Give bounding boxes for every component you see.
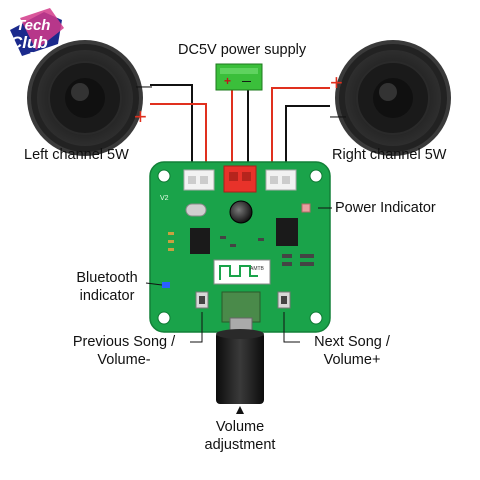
right-speaker-icon [335,40,451,156]
left-speaker-wires [150,84,207,172]
volume-label-line2: adjustment [204,437,276,453]
bluetooth-label-line1: Bluetooth [76,270,138,286]
polarity-marks: — + + — [134,70,346,129]
bluetooth-indicator-label: Bluetooth indicator [68,269,146,305]
previous-song-label: Previous Song / Volume- [62,333,186,369]
supply-wires [231,90,249,168]
right-plus-mark: + [330,70,343,95]
left-speaker-icon [27,40,143,156]
logo-line2: Club [10,33,48,52]
board-version: V2 [160,195,169,202]
previous-label-line2: Volume- [97,352,151,368]
tech-club-logo: Tech Club TECH CLUB [10,8,64,58]
logo-line1: Tech [16,17,50,34]
right-minus-mark: — [330,108,346,125]
supply-minus-mark: — [242,76,251,86]
logo-line3: TECH CLUB [30,52,59,58]
left-channel-label: Left channel 5W [24,147,129,163]
left-minus-mark: — [136,78,152,95]
dc-supply-connector-icon: + — [215,63,263,91]
volume-adjustment-label: Volume adjustment [190,418,290,454]
bt-module-label: AMTB [250,266,265,272]
power-indicator-label: Power Indicator [335,200,436,216]
pcb-board: V2 [149,161,331,333]
power-supply-label: DC5V power supply [178,42,307,58]
bluetooth-led-icon [162,282,170,288]
previous-label-line1: Previous Song / [72,334,176,350]
bluetooth-label-line2: indicator [79,288,135,304]
right-speaker-wires [271,87,330,172]
right-channel-label: Right channel 5W [332,147,447,163]
volume-knob-icon [216,317,264,404]
next-label-line2: Volume+ [323,352,381,368]
volume-arrow-icon [236,406,244,414]
next-label-line1: Next Song / [314,334,390,350]
supply-plus-mark: + [224,74,231,88]
power-led-icon [301,203,311,213]
leader-lines [145,207,332,343]
next-song-label: Next Song / Volume+ [300,333,404,369]
volume-label-line1: Volume [215,419,265,435]
left-plus-mark: + [134,104,147,129]
